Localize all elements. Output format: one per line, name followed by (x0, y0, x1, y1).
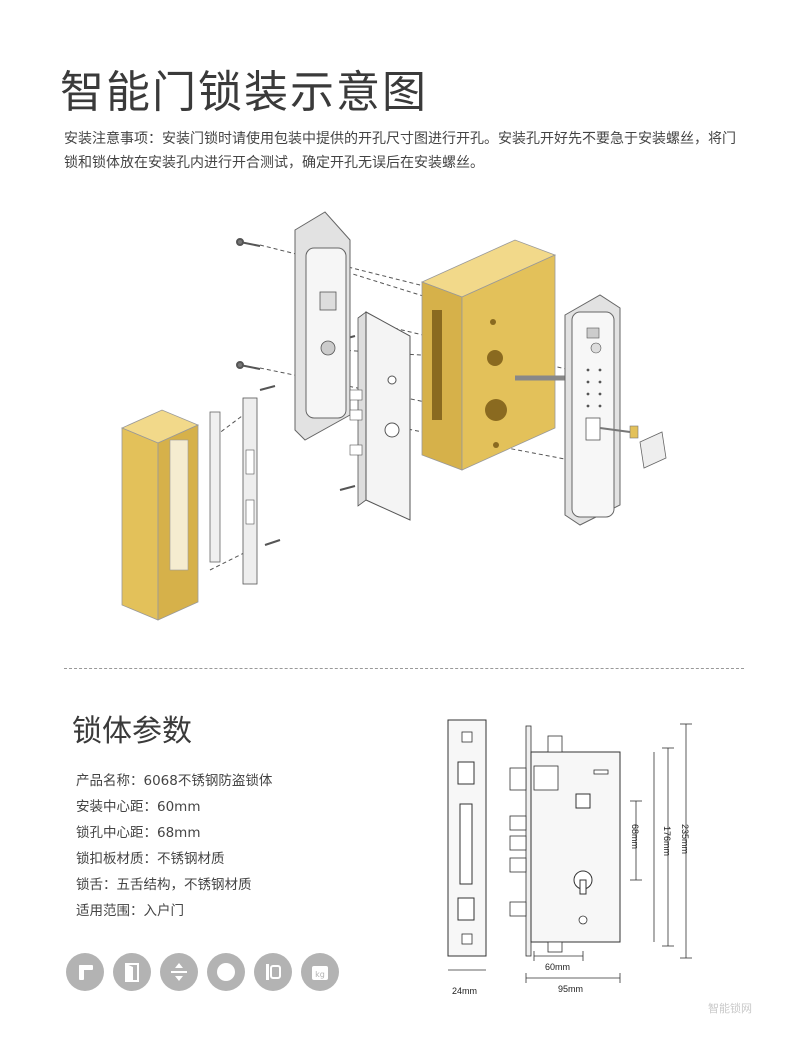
key-and-card (599, 425, 667, 469)
weight-icon: kg (301, 953, 339, 991)
page-title: 智能门锁装示意图 (60, 67, 428, 118)
spec-list: 产品名称：6068不锈钢防盗锁体 安装中心距：60mm 锁孔中心距：68mm 锁… (76, 768, 396, 924)
door-frame-block (120, 409, 200, 621)
spec-latch: 锁舌：五舌结构，不锈钢材质 (76, 877, 252, 893)
circle-icon (207, 953, 245, 991)
handle-icon (66, 953, 104, 991)
spec-product-name: 产品名称：6068不锈钢防盗锁体 (76, 773, 273, 789)
spec-strike-material: 锁扣板材质：不锈钢材质 (76, 851, 225, 867)
lockbody-icon (254, 953, 292, 991)
dim-176: 176mm (662, 826, 672, 856)
install-notice: 安装注意事项：安装门锁时请使用包装中提供的开孔尺寸图进行开孔。安装孔开好先不要急… (64, 131, 736, 171)
thickness-icon (160, 953, 198, 991)
spec-section-title: 锁体参数 (72, 714, 192, 749)
spec-install-center: 安装中心距：60mm (76, 799, 201, 815)
inner-handle-panel (294, 211, 351, 441)
door-block (420, 239, 557, 471)
dim-24: 24mm (452, 986, 477, 996)
weight-label: kg (315, 970, 325, 979)
installation-illustration (120, 211, 667, 621)
dim-95: 95mm (558, 984, 583, 994)
faceplate-front (447, 719, 487, 957)
section-divider (64, 668, 744, 669)
door-icon (113, 953, 151, 991)
dim-60: 60mm (545, 962, 570, 972)
feature-icons: kg (66, 953, 339, 991)
lock-body-drawing: 60mm 68mm 176mm 235mm 24mm 95mm (447, 719, 692, 996)
dim-235: 235mm (680, 824, 690, 854)
dim-68: 68mm (630, 824, 640, 849)
strike-plate (209, 397, 258, 585)
mortise-lock-body (349, 311, 411, 521)
spec-keyhole-center: 锁孔中心距：68mm (76, 825, 201, 841)
outer-smart-panel (564, 294, 621, 526)
spec-usage: 适用范围：入户门 (76, 903, 184, 919)
watermark: 智能锁网 (708, 1002, 752, 1015)
lockcase-side (509, 725, 621, 957)
